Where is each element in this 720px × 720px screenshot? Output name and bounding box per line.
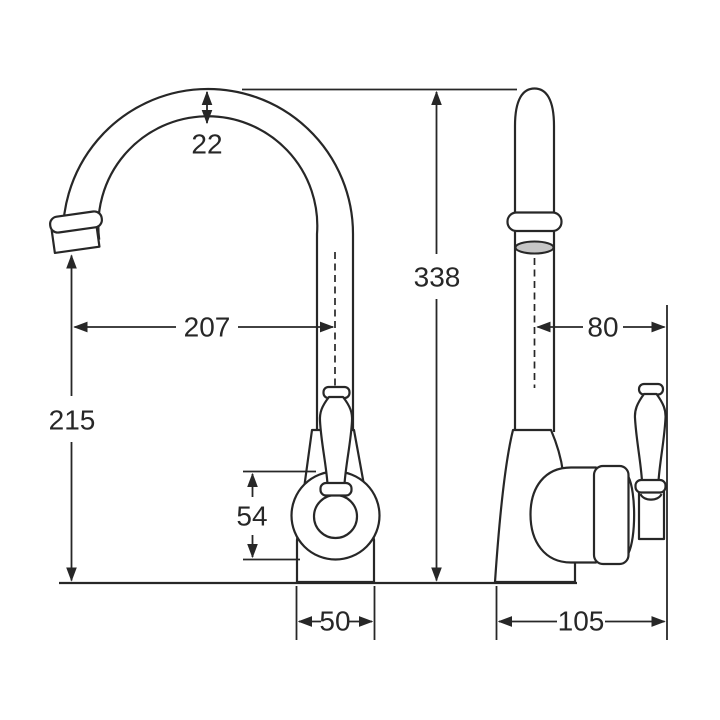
side-handle-socket-arc bbox=[639, 493, 663, 501]
dim-label-base-width: 50 bbox=[319, 606, 350, 637]
dim-label-spout-outlet-height: 215 bbox=[49, 405, 96, 436]
front-hub bbox=[312, 493, 359, 540]
spout-arc-fill bbox=[63, 88, 353, 432]
dim-label-overall-height: 338 bbox=[414, 262, 461, 293]
front-lever-handle bbox=[318, 385, 354, 497]
spout-arc-inner bbox=[97, 115, 319, 432]
dim-label-spout-reach: 207 bbox=[184, 312, 231, 343]
side-lever-handle bbox=[633, 382, 667, 494]
dim-label-valve-body: 54 bbox=[236, 501, 267, 532]
side-view bbox=[493, 87, 667, 584]
spout-arc-outer bbox=[61, 87, 355, 432]
side-lever-body bbox=[633, 392, 667, 483]
spout-tip-collar bbox=[49, 210, 103, 234]
side-cartridge-belly bbox=[627, 476, 636, 554]
dim-label-spout-tube: 22 bbox=[191, 129, 222, 160]
side-spout-outlet bbox=[514, 240, 555, 255]
dim-label-handle-projection: 80 bbox=[587, 312, 618, 343]
dim-label-base-depth: 105 bbox=[558, 606, 605, 637]
dimension-lines bbox=[66, 90, 666, 627]
side-lever-collar bbox=[634, 478, 667, 494]
side-spout-collar bbox=[506, 211, 563, 233]
dimension-labels: 22 207 338 80 215 54 50 105 bbox=[49, 129, 619, 637]
side-valve-dome bbox=[529, 466, 598, 564]
front-view bbox=[49, 87, 381, 584]
side-cartridge bbox=[592, 464, 630, 566]
extension-lines bbox=[242, 88, 668, 640]
front-lever-collar bbox=[319, 481, 353, 497]
